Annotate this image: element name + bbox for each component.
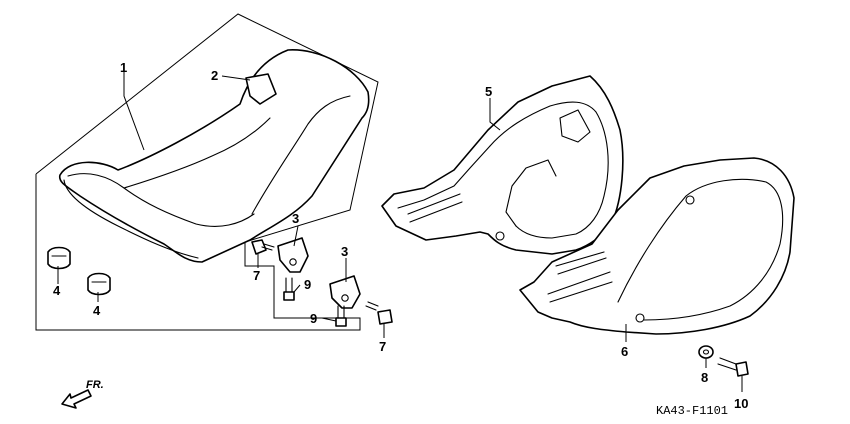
front-direction-arrow <box>61 389 92 409</box>
callout-4b: 4 <box>93 303 101 318</box>
callout-3a: 3 <box>292 211 299 226</box>
callout-4a: 4 <box>53 283 61 298</box>
leader-lines <box>57 70 743 392</box>
callout-10: 10 <box>734 396 748 411</box>
callout-1: 1 <box>120 60 127 75</box>
callout-5: 5 <box>485 84 492 99</box>
seat <box>58 49 370 263</box>
right-side-cover <box>381 75 624 255</box>
seat-bush-b <box>87 272 111 296</box>
bolt-9a <box>283 277 295 301</box>
seat-bush-a <box>47 246 71 270</box>
callout-2: 2 <box>211 68 218 83</box>
bolt-10 <box>717 357 749 377</box>
callout-9a: 9 <box>304 277 311 292</box>
left-side-cover <box>519 157 795 335</box>
callout-9b: 9 <box>310 311 317 326</box>
callout-6: 6 <box>621 344 628 359</box>
bolt-9b <box>335 305 347 327</box>
callout-8: 8 <box>701 370 708 385</box>
seat-clip <box>245 73 277 105</box>
washer <box>698 345 714 359</box>
bolt-7a <box>251 239 275 255</box>
seat-group-frame <box>35 13 379 331</box>
callout-7a: 7 <box>253 268 260 283</box>
bolt-7b <box>365 301 393 325</box>
callout-7b: 7 <box>379 339 386 354</box>
seat-bracket-b <box>329 275 361 309</box>
diagram-code: KA43-F1101 <box>656 404 728 418</box>
direction-label: FR. <box>86 379 104 391</box>
callout-3b: 3 <box>341 244 348 259</box>
seat-bracket-a <box>277 237 309 273</box>
